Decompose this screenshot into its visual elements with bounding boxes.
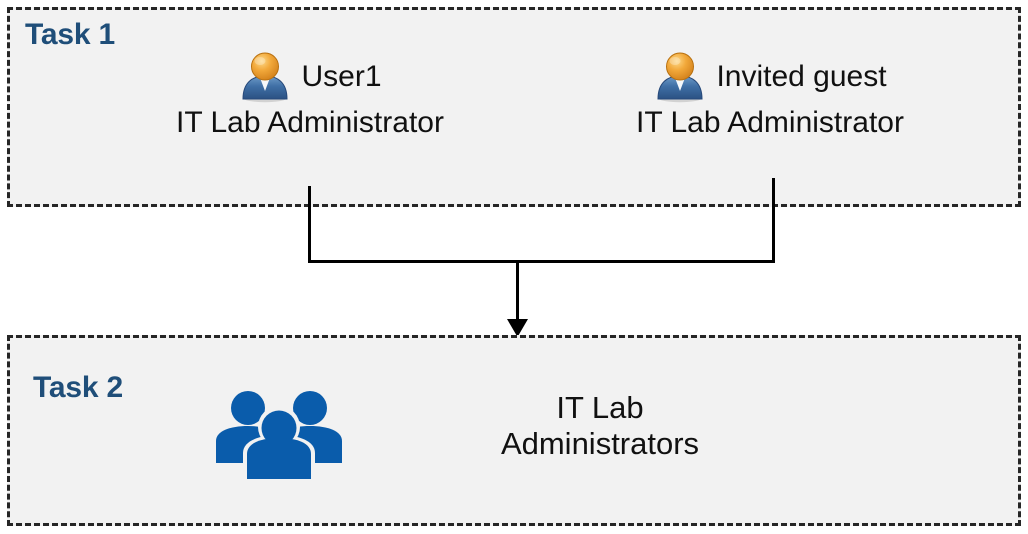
person-user1-row: User1 bbox=[130, 50, 490, 104]
user-group-icon bbox=[213, 387, 345, 479]
person-invited-guest: Invited guest IT Lab Administrator bbox=[580, 50, 960, 140]
task-1-container bbox=[7, 7, 1021, 207]
person-user1-name: User1 bbox=[301, 60, 382, 94]
person-invited-guest-name: Invited guest bbox=[716, 60, 887, 94]
person-invited-guest-role: IT Lab Administrator bbox=[636, 106, 904, 139]
task-2-label: Task 2 bbox=[33, 371, 123, 404]
person-user1-role: IT Lab Administrator bbox=[176, 106, 444, 139]
user-icon bbox=[653, 50, 707, 104]
person-invited-guest-row: Invited guest bbox=[580, 50, 960, 104]
user-icon bbox=[238, 50, 292, 104]
group-name-line1: IT Lab bbox=[556, 390, 644, 425]
group-name-line2: Administrators bbox=[500, 426, 700, 462]
person-user1: User1 IT Lab Administrator bbox=[130, 50, 490, 140]
task-2-container bbox=[7, 335, 1021, 526]
group-name: IT Lab Administrators bbox=[400, 390, 800, 463]
task-1-label: Task 1 bbox=[25, 18, 115, 51]
